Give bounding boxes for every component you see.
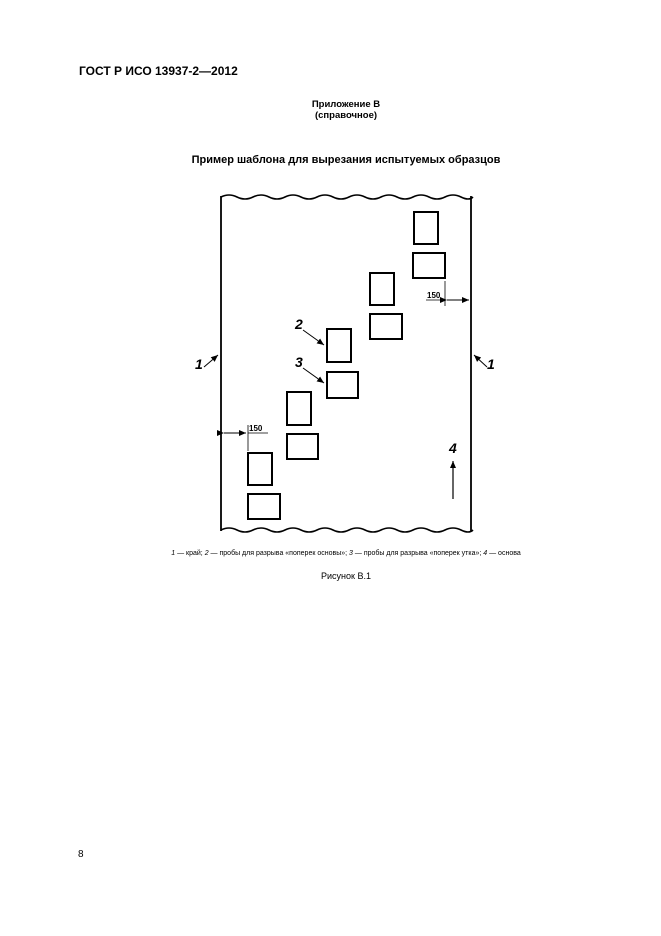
label-warp-specimen: 2 — [294, 316, 303, 332]
leader-warp-specimen — [302, 329, 325, 346]
specimen-warp — [286, 391, 312, 426]
label-weft-specimen: 3 — [295, 354, 303, 370]
specimen-warp — [369, 272, 395, 306]
leader-weft-specimen — [302, 367, 325, 384]
specimen-weft — [369, 313, 403, 340]
label-edge-right: 1 — [487, 356, 495, 372]
leader-edge-left — [203, 354, 219, 368]
standard-code: ГОСТ Р ИСО 13937-2—2012 — [79, 64, 238, 78]
specimen-weft — [412, 252, 446, 279]
legend-text-1: — край; — [175, 550, 205, 557]
specimen-warp — [326, 328, 352, 363]
legend-text-4: — основа — [487, 550, 521, 557]
specimen-warp — [247, 452, 273, 486]
legend-text-3: — пробы для разрыва «поперек утка»; — [352, 550, 484, 557]
dimension-text-right: 150 — [427, 291, 441, 300]
legend-num-4: 4 — [483, 550, 488, 557]
label-edge-left: 1 — [195, 356, 203, 372]
specimen-weft — [286, 433, 319, 460]
appendix-title: Приложение В — [311, 99, 381, 110]
legend-num-3: 3 — [349, 550, 353, 557]
figure-caption: Рисунок В.1 — [321, 571, 371, 581]
dimension-text-left: 150 — [249, 424, 263, 433]
figure-title: Пример шаблона для вырезания испытуемых … — [191, 154, 501, 166]
legend-num-1: 1 — [171, 550, 176, 557]
label-warp-direction: 4 — [448, 440, 457, 456]
fabric-top-edge — [220, 194, 474, 200]
specimen-weft — [247, 493, 281, 520]
specimen-warp — [413, 211, 439, 245]
specimen-weft — [326, 371, 359, 399]
figure-legend: 1 — край; 2 — пробы для разрыва «поперек… — [0, 550, 661, 557]
legend-num-2: 2 — [204, 550, 209, 557]
leader-edge-right — [473, 354, 488, 368]
page-number: 8 — [78, 849, 84, 860]
appendix-subtitle: (справочное) — [314, 110, 378, 121]
fabric-bottom-edge — [220, 527, 474, 533]
legend-text-2: — пробы для разрыва «поперек основы»; — [208, 550, 350, 557]
